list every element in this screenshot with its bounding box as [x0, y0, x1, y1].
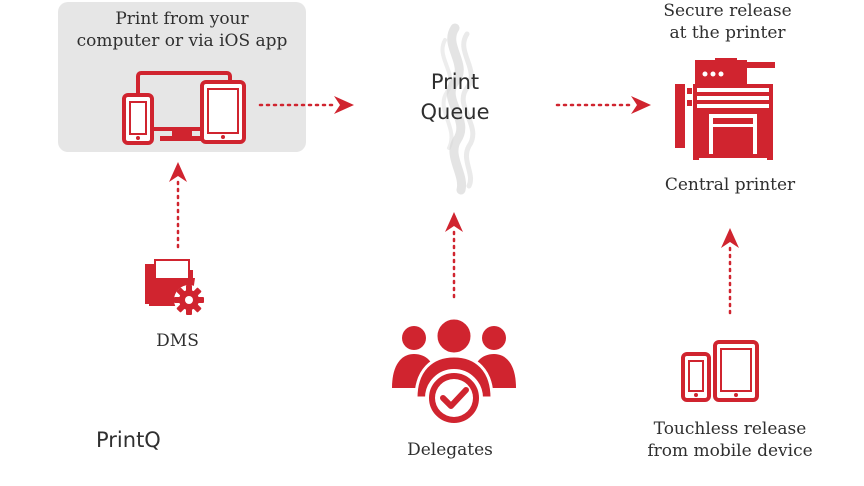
arrow-delegates-to-queue	[445, 212, 463, 302]
mobile-label-line2: from mobile device	[647, 441, 813, 461]
printer-icon	[675, 58, 775, 160]
phone-tablet-icon	[681, 340, 759, 402]
group-check-icon	[392, 316, 516, 427]
devices-icon	[122, 71, 246, 145]
folder-gear-icon	[145, 259, 204, 315]
brand-name: PrintQ	[96, 428, 161, 452]
mobile-label-line1: Touchless release	[653, 419, 807, 439]
printer-label: Central printer	[664, 175, 796, 195]
arrow-mobile-to-printer	[721, 228, 739, 318]
printer-top-label: Secure release at the printer	[640, 0, 815, 44]
queue-label-line1: Print	[430, 70, 480, 94]
source-title-line2: computer or via iOS app	[76, 31, 288, 51]
source-title-line1: Print from your	[115, 9, 249, 29]
mobile-label: Touchless release from mobile device	[630, 418, 830, 462]
dms-label: DMS	[156, 331, 199, 351]
printer-top-line2: at the printer	[669, 23, 786, 43]
source-title: Print from your computer or via iOS app	[58, 8, 306, 52]
queue-label: Print Queue	[395, 67, 515, 127]
delegates-label: Delegates	[407, 440, 493, 460]
arrow-dms-to-source	[169, 162, 187, 252]
arrow-source-to-queue	[258, 96, 354, 114]
printer-top-line1: Secure release	[663, 1, 792, 21]
arrow-queue-to-printer	[555, 96, 651, 114]
smoke-icon	[440, 23, 476, 195]
queue-label-line2: Queue	[420, 100, 490, 124]
